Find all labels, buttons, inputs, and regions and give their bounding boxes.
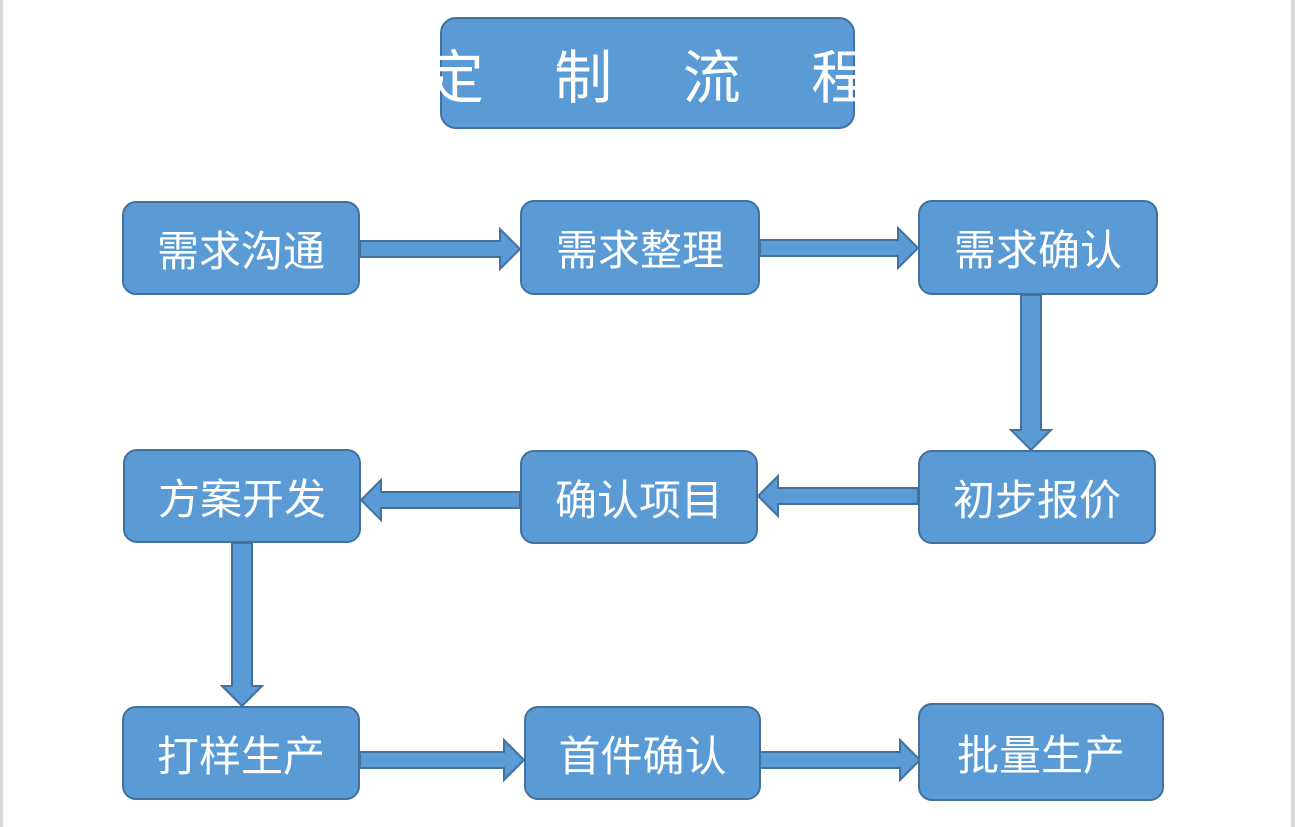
arrow-right-3 <box>359 737 526 783</box>
arrow-right-4 <box>759 737 922 783</box>
step-box-mass-production: 批量生产 <box>918 703 1164 801</box>
step-box-requirement-organizing: 需求整理 <box>520 200 760 295</box>
step-box-solution-development: 方案开发 <box>123 449 361 543</box>
step-box-requirement-communication: 需求沟通 <box>122 201 360 295</box>
arrow-down-1 <box>1008 294 1054 452</box>
step-box-requirement-confirmation: 需求确认 <box>918 200 1158 295</box>
arrow-right-1 <box>359 226 522 272</box>
arrow-left-1 <box>756 473 919 519</box>
diagram-title: 定 制 流 程 <box>426 17 869 129</box>
arrow-down-2 <box>219 542 265 708</box>
step-box-confirm-project: 确认项目 <box>520 450 758 544</box>
page-frame-right <box>1291 0 1295 827</box>
step-box-sample-production: 打样生产 <box>122 706 360 800</box>
page-frame-left <box>0 0 3 827</box>
arrow-left-2 <box>359 477 521 523</box>
step-box-initial-quote: 初步报价 <box>918 450 1156 544</box>
arrow-right-2 <box>759 225 920 271</box>
step-box-first-article-confirmation: 首件确认 <box>524 706 761 800</box>
